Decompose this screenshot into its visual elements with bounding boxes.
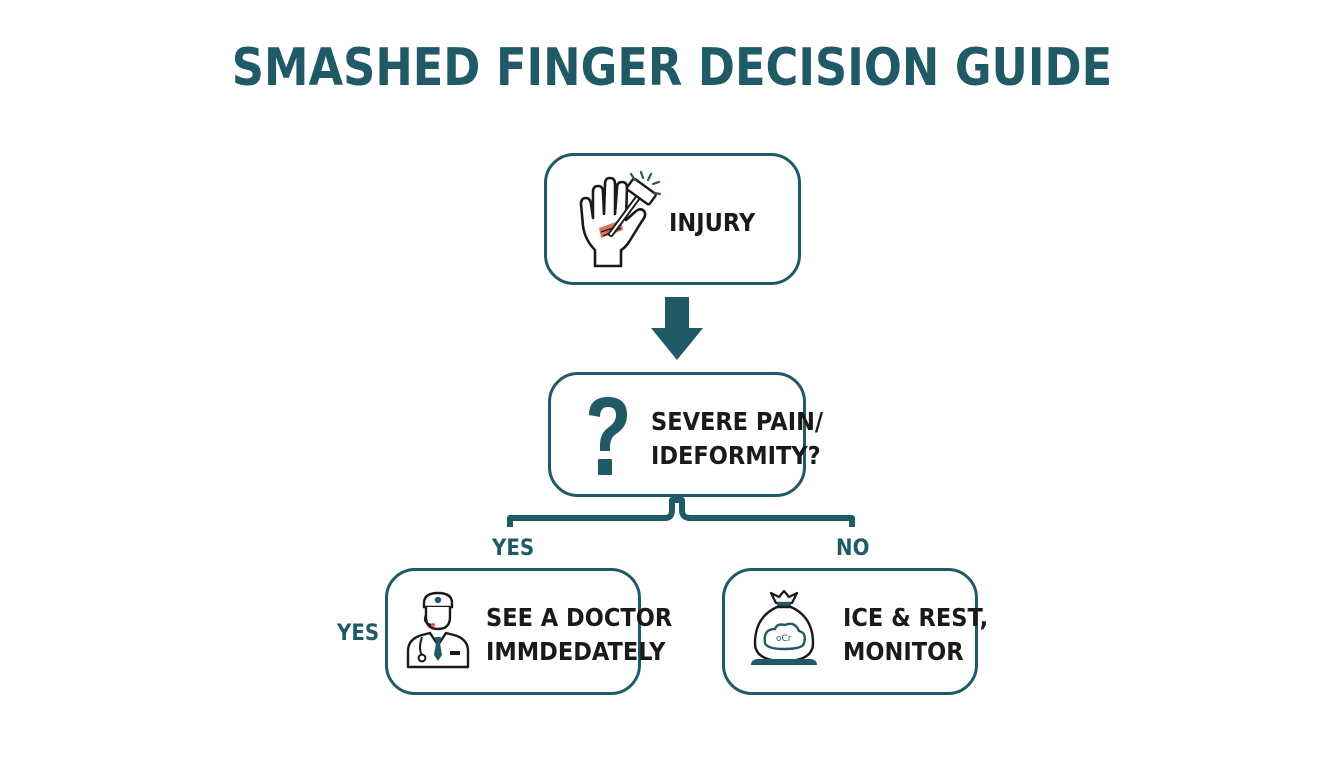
- question-node: SEVERE PAIN/ IDEFORMITY?: [548, 372, 823, 497]
- split-connector: [507, 497, 855, 527]
- svg-text:oCr: oCr: [776, 634, 792, 644]
- no-branch-label: NO: [836, 536, 870, 561]
- page-title: SMASHED FINGER DECISION GUIDE: [231, 38, 1113, 98]
- question-label: SEVERE PAIN/ IDEFORMITY?: [651, 407, 824, 470]
- doctor-label: SEE A DOCTOR IMMDEDATELY: [486, 603, 673, 666]
- doctor-node: SEE A DOCTOR IMMDEDATELY: [385, 568, 672, 695]
- injury-node: INJURY: [544, 153, 801, 285]
- yes-branch-label: YES: [492, 536, 535, 561]
- down-arrow: [651, 297, 703, 360]
- hand-hammer-icon: [579, 170, 662, 268]
- ice-node: oCr ICE & REST, MONITOR: [722, 568, 988, 695]
- doctor-icon: [406, 591, 470, 669]
- question-mark-icon: [589, 397, 627, 475]
- side-yes-label: YES: [337, 621, 380, 646]
- injury-label: INJURY: [669, 208, 756, 237]
- ice-label: ICE & REST, MONITOR: [843, 603, 989, 666]
- ice-pack-icon: oCr: [751, 589, 817, 665]
